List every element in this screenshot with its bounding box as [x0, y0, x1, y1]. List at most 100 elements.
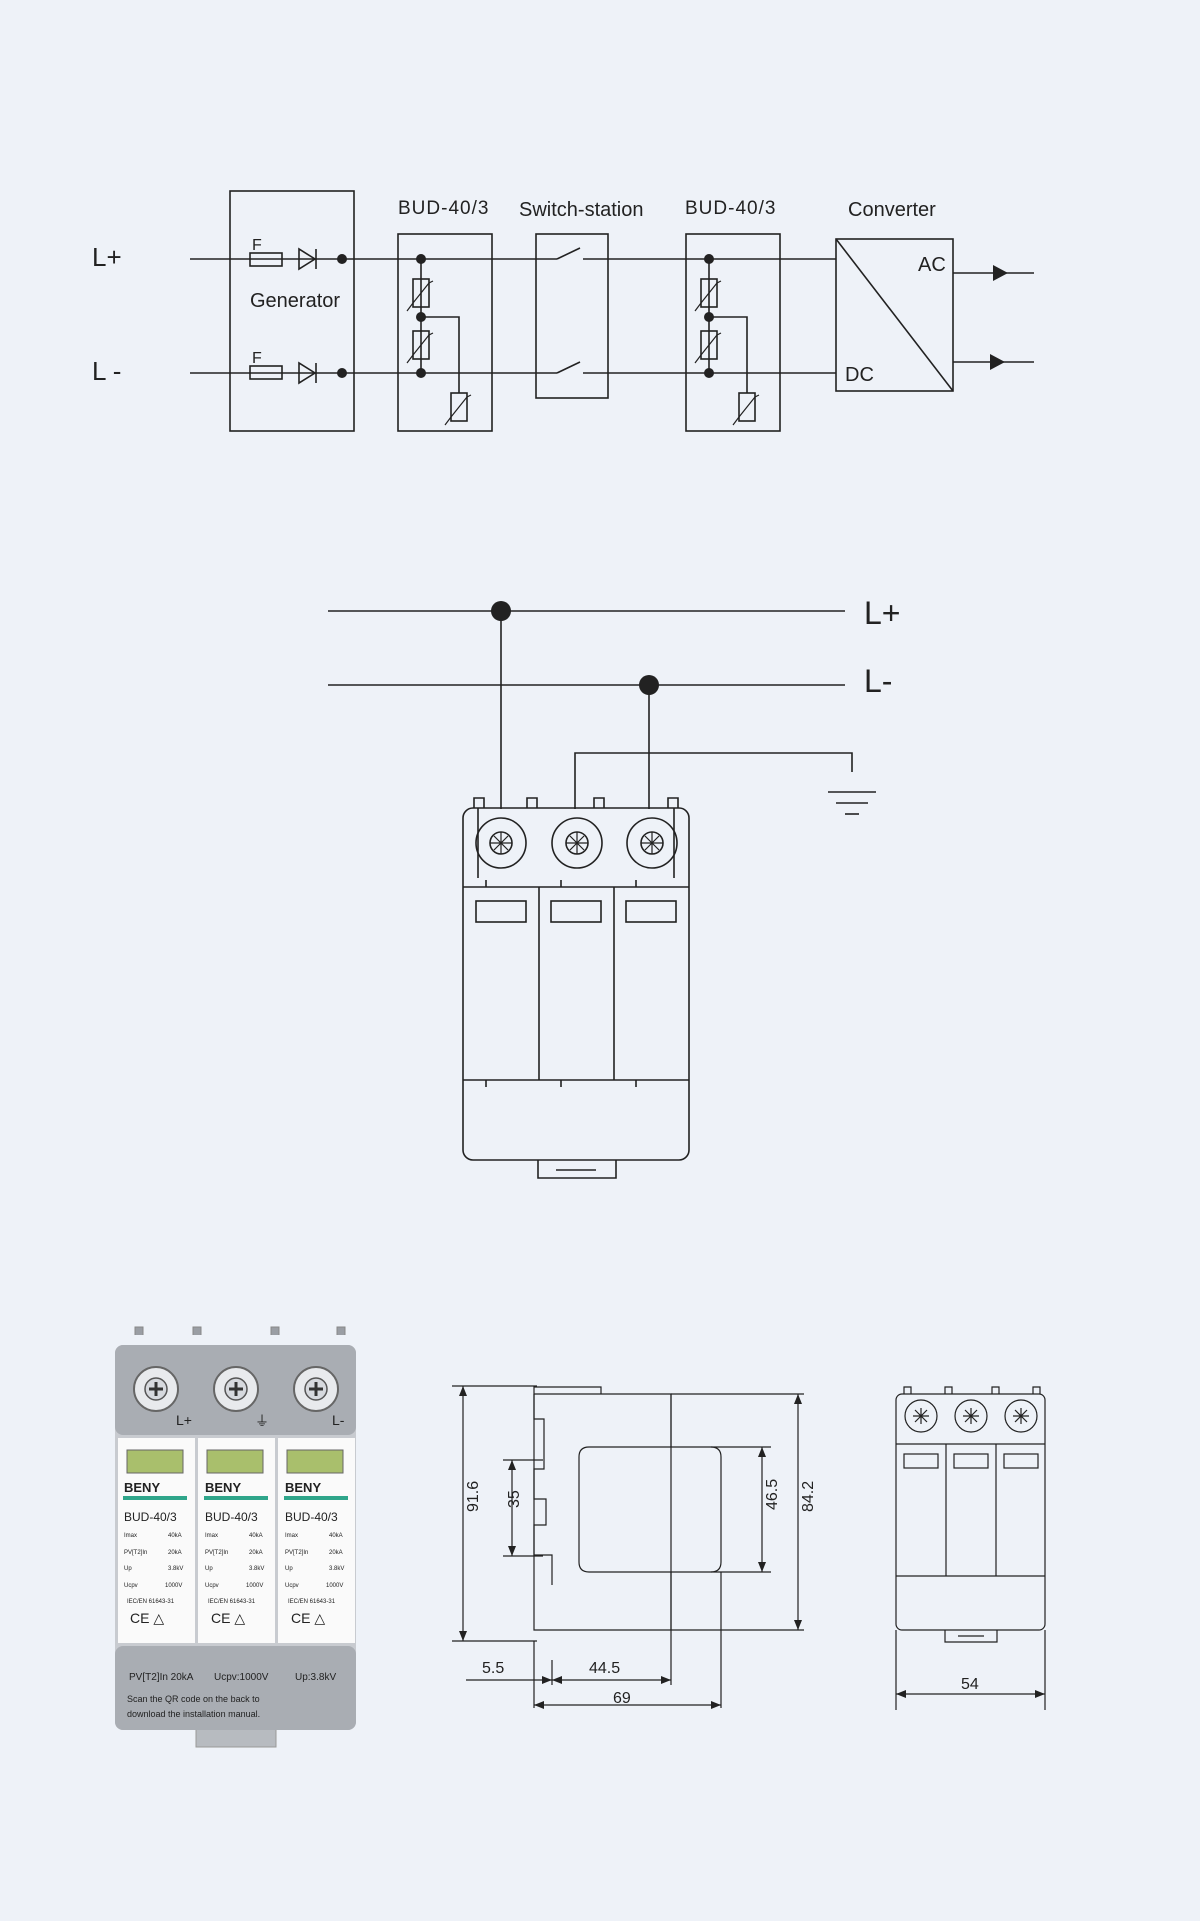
spd-label-2: BUD-40/3: [685, 198, 776, 219]
svg-text:PV[T2]In: PV[T2]In: [285, 1550, 308, 1556]
screw-terminal-icon: [133, 1366, 179, 1412]
svg-text:40kA: 40kA: [329, 1533, 343, 1539]
din-clip: [195, 1730, 277, 1748]
ground-symbol-icon: ⏚: [255, 1413, 269, 1429]
ce-mark-icon: CE △: [211, 1610, 245, 1626]
switch-icon: [536, 247, 608, 260]
converter-diagonal: [835, 238, 954, 392]
svg-text:Imax: Imax: [205, 1533, 218, 1539]
svg-text:IEC/EN 61643-31: IEC/EN 61643-31: [288, 1599, 336, 1605]
module-2: BENY BUD-40/3 Imax 40kA PV[T2]In 20kA Up…: [198, 1438, 275, 1643]
fuse-label-top: F: [252, 237, 262, 254]
svg-text:1000V: 1000V: [165, 1583, 182, 1589]
screw-terminal-icon: [213, 1366, 259, 1412]
svg-text:20kA: 20kA: [249, 1550, 263, 1556]
spd-box-1: [397, 233, 493, 432]
svg-text:3.8kV: 3.8kV: [249, 1566, 264, 1572]
svg-text:1000V: 1000V: [326, 1583, 343, 1589]
dim-height-clip: 35: [506, 1490, 523, 1508]
fuse-label-bottom: F: [252, 350, 262, 367]
dim-height-body: 84.2: [800, 1481, 817, 1512]
svg-text:40kA: 40kA: [168, 1533, 182, 1539]
label-line-neg: L -: [92, 356, 121, 386]
qr-note-line1: Scan the QR code on the back to: [127, 1694, 260, 1704]
varistor-icon: [694, 330, 722, 364]
terminal-label-pos: L+: [176, 1412, 192, 1428]
spd-box-2: [685, 233, 781, 432]
label-line-pos: L+: [92, 242, 122, 272]
svg-text:20kA: 20kA: [329, 1550, 343, 1556]
svg-text:Ucpv: Ucpv: [285, 1583, 299, 1589]
svg-text:PV[T2]In: PV[T2]In: [205, 1550, 228, 1556]
diode-icon: [298, 247, 317, 271]
node-dot: [337, 368, 347, 378]
ce-mark-icon: CE △: [291, 1610, 325, 1626]
brand-stripe: [123, 1496, 187, 1500]
varistor-icon: [406, 330, 434, 364]
svg-text:IEC/EN 61643-31: IEC/EN 61643-31: [208, 1599, 256, 1605]
brand-logo: BENY: [205, 1480, 241, 1495]
side-view-drawing: 91.6 35 46.5 84.2 5.5 44.5 69: [452, 1385, 817, 1709]
module-model: BUD-40/3: [285, 1510, 338, 1524]
spd-internal-wire: [421, 316, 460, 393]
brand-stripe: [204, 1496, 268, 1500]
svg-text:40kA: 40kA: [249, 1533, 263, 1539]
spd-device-outline: [462, 797, 690, 1179]
dim-width-total: 54: [961, 1676, 979, 1693]
varistor-icon: [444, 392, 472, 426]
bus-label-pos: L+: [864, 595, 900, 631]
svg-text:3.8kV: 3.8kV: [168, 1566, 183, 1572]
dim-height-total: 91.6: [465, 1481, 482, 1512]
device-footer-panel: [115, 1646, 356, 1730]
node-dot: [416, 312, 426, 322]
status-window: [206, 1449, 264, 1474]
ground-wire: [574, 752, 853, 809]
spd-internal-wire: [709, 316, 748, 393]
svg-text:Ucpv: Ucpv: [124, 1583, 138, 1589]
svg-text:3.8kV: 3.8kV: [329, 1566, 344, 1572]
arrow-right-icon: [990, 354, 1005, 370]
terminal-label-neg: L-: [332, 1412, 345, 1428]
arrow-right-icon: [993, 265, 1008, 281]
module-model: BUD-40/3: [205, 1510, 258, 1524]
ac-label: AC: [918, 254, 946, 276]
svg-text:Up: Up: [285, 1566, 293, 1572]
footer-spec-up: Up:3.8kV: [295, 1672, 336, 1683]
front-view-drawing: 54: [895, 1386, 1046, 1710]
varistor-icon: [406, 278, 434, 312]
node-dot: [704, 312, 714, 322]
dim-depth-offset: 5.5: [482, 1660, 504, 1677]
svg-text:20kA: 20kA: [168, 1550, 182, 1556]
footer-spec-ucpv: Ucpv:1000V: [214, 1672, 269, 1683]
fuse-icon: [249, 365, 283, 380]
ground-icon: [828, 791, 876, 815]
fuse-icon: [249, 252, 283, 267]
status-window: [126, 1449, 184, 1474]
brand-stripe: [284, 1496, 348, 1500]
brand-logo: BENY: [124, 1480, 160, 1495]
spd-label-1: BUD-40/3: [398, 198, 489, 219]
node-dot: [416, 254, 426, 264]
generator-box: [229, 190, 355, 432]
diode-icon: [298, 361, 317, 385]
varistor-icon: [732, 392, 760, 426]
svg-text:IEC/EN 61643-31: IEC/EN 61643-31: [127, 1599, 175, 1605]
module-3: BENY BUD-40/3 Imax 40kA PV[T2]In 20kA Up…: [278, 1438, 355, 1643]
dim-depth-front: 44.5: [589, 1660, 620, 1677]
node-dot: [337, 254, 347, 264]
switch-icon: [536, 361, 608, 374]
svg-text:Imax: Imax: [285, 1533, 298, 1539]
connection-diagram: L+ L-: [328, 595, 900, 1179]
qr-note-line2: download the installation manual.: [127, 1709, 260, 1719]
switch-station-label: Switch-station: [519, 199, 644, 221]
footer-spec-in: PV[T2]In 20kA: [129, 1672, 194, 1683]
switch-station-box: [535, 233, 609, 399]
dim-height-front: 46.5: [764, 1479, 781, 1510]
svg-text:PV[T2]In: PV[T2]In: [124, 1550, 147, 1556]
bus-label-neg: L-: [864, 663, 892, 699]
dc-label: DC: [845, 364, 874, 386]
converter-label: Converter: [848, 199, 936, 221]
svg-text:1000V: 1000V: [246, 1583, 263, 1589]
